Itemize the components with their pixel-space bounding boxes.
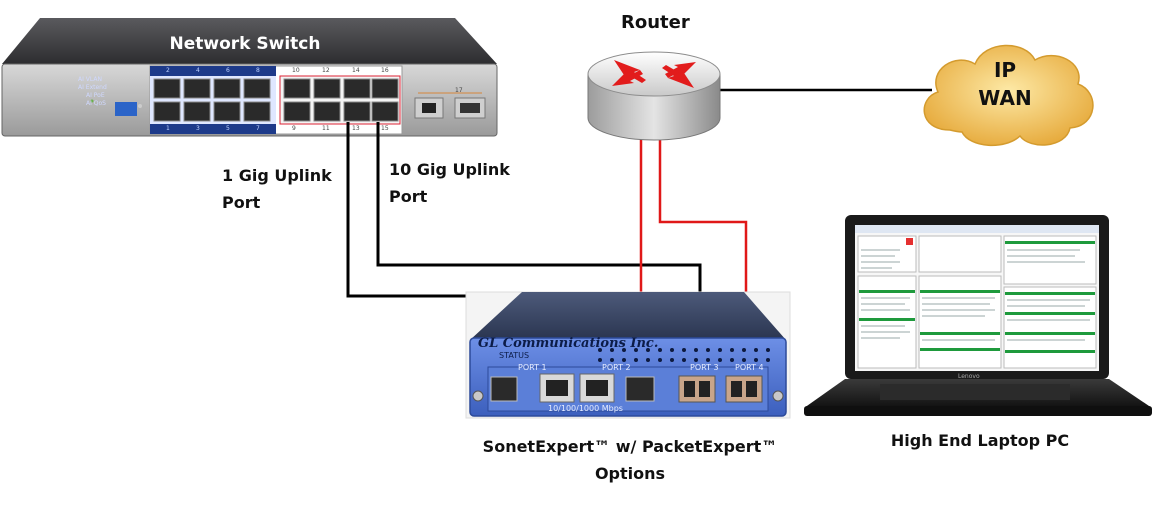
port-socket — [460, 103, 480, 113]
device-brand: GL Communications Inc. — [478, 336, 659, 351]
screw-icon — [472, 390, 484, 402]
port-number: 13 — [352, 125, 360, 132]
rj45-port[interactable] — [183, 101, 211, 122]
led-icon — [138, 104, 142, 108]
led-icon — [90, 99, 94, 103]
port-number: 3 — [196, 125, 200, 132]
app-title-bar — [855, 225, 1099, 233]
router-title: Router — [621, 12, 690, 33]
laptop-caption: High End Laptop PC — [890, 431, 1070, 450]
port-number: 4 — [196, 67, 200, 74]
device-caption-line2: Options — [594, 464, 666, 483]
rj45-port[interactable] — [283, 101, 311, 122]
uplink-1g-label-line2: Port — [222, 193, 261, 212]
wan-label-line2: WAN — [978, 86, 1032, 110]
port-number: 7 — [256, 125, 260, 132]
laptop-brand: Lenovo — [958, 373, 980, 380]
uplink-1g-label-line1: 1 Gig Uplink — [222, 166, 332, 185]
uplink-10g-label-line2: Port — [389, 187, 428, 206]
device-sfp-port-2[interactable] — [625, 376, 655, 402]
device-sfp-port-1[interactable] — [490, 376, 518, 402]
port-number: 6 — [226, 67, 230, 74]
led-label: AI VLAN — [78, 76, 102, 83]
app-panel — [857, 275, 917, 369]
device-caption: SonetExpert™ w/ PacketExpert™ Options — [440, 433, 820, 487]
port-socket — [546, 380, 568, 396]
switch-top-panel — [2, 18, 497, 64]
port-number: 16 — [381, 67, 389, 74]
laptop-keyboard — [880, 384, 1070, 400]
app-green-bars — [859, 241, 1095, 353]
rj45-port[interactable] — [243, 78, 271, 99]
port-number: 15 — [381, 125, 389, 132]
device-port-label: PORT 1 — [518, 363, 547, 372]
wan-cloud — [923, 44, 1094, 147]
port-number: 17 — [455, 87, 463, 94]
app-panel — [918, 235, 1002, 273]
device-vent-dots — [598, 348, 770, 362]
lc-socket — [684, 381, 695, 397]
uplink-10g-label-line1: 10 Gig Uplink — [389, 160, 510, 179]
network-switch — [1, 18, 498, 137]
device-caption-line1: SonetExpert™ w/ PacketExpert™ — [482, 437, 778, 456]
port-number: 2 — [166, 67, 170, 74]
rj45-port[interactable] — [213, 101, 241, 122]
device-port-label: PORT 4 — [735, 363, 764, 372]
lc-socket — [699, 381, 710, 397]
port-number: 8 — [256, 67, 260, 74]
device-port-label: PORT 2 — [602, 363, 631, 372]
sonetexpert-device — [465, 291, 791, 419]
rj45-port[interactable] — [153, 101, 181, 122]
switch-title: Network Switch — [169, 34, 321, 54]
port-number: 1 — [166, 125, 170, 132]
dip-switch-block — [115, 102, 137, 116]
device-top-panel — [470, 292, 786, 340]
rj45-port[interactable] — [371, 78, 399, 99]
rj45-port[interactable] — [343, 78, 371, 99]
port-socket — [586, 380, 608, 396]
rj45-port[interactable] — [153, 78, 181, 99]
port-socket — [422, 103, 436, 113]
lc-socket — [746, 381, 757, 397]
port-number: 11 — [322, 125, 330, 132]
router-arrows-icon — [612, 60, 696, 88]
rj45-port[interactable] — [183, 78, 211, 99]
device-speed-label: 10/100/1000 Mbps — [548, 404, 623, 413]
port-number: 14 — [352, 67, 360, 74]
port-number: 9 — [292, 125, 296, 132]
app-panel — [1003, 286, 1097, 369]
led-label: AI PoE — [86, 92, 105, 99]
rj45-port[interactable] — [243, 101, 271, 122]
rj45-port[interactable] — [283, 78, 311, 99]
uplink-1g-label: 1 Gig Uplink Port — [222, 162, 332, 216]
device-status-label: STATUS — [499, 351, 530, 360]
device-port-label: PORT 3 — [690, 363, 719, 372]
router-top — [587, 51, 721, 97]
close-icon — [906, 238, 913, 245]
cloud-icon — [923, 44, 1094, 147]
wan-label-line1: IP — [993, 58, 1017, 82]
led-label: AI QoS — [86, 100, 106, 107]
rj45-port[interactable] — [371, 101, 399, 122]
app-text-lines — [861, 249, 1090, 341]
rj45-port[interactable] — [313, 78, 341, 99]
led-label: AI Extend — [78, 84, 107, 91]
rj45-port[interactable] — [213, 78, 241, 99]
uplink-10g-label: 10 Gig Uplink Port — [389, 156, 510, 210]
screw-icon — [772, 390, 784, 402]
port-number: 12 — [322, 67, 330, 74]
app-panel — [918, 275, 1002, 369]
port-number: 10 — [292, 67, 300, 74]
wan-label: IP WAN — [945, 56, 1065, 112]
rj45-port[interactable] — [343, 101, 371, 122]
laptop — [804, 215, 1152, 416]
lc-socket — [731, 381, 742, 397]
rj45-port[interactable] — [313, 101, 341, 122]
port-number: 5 — [226, 125, 230, 132]
laptop-front-edge — [804, 406, 1152, 416]
router — [587, 51, 721, 141]
switch-rj45-ports — [153, 78, 399, 122]
